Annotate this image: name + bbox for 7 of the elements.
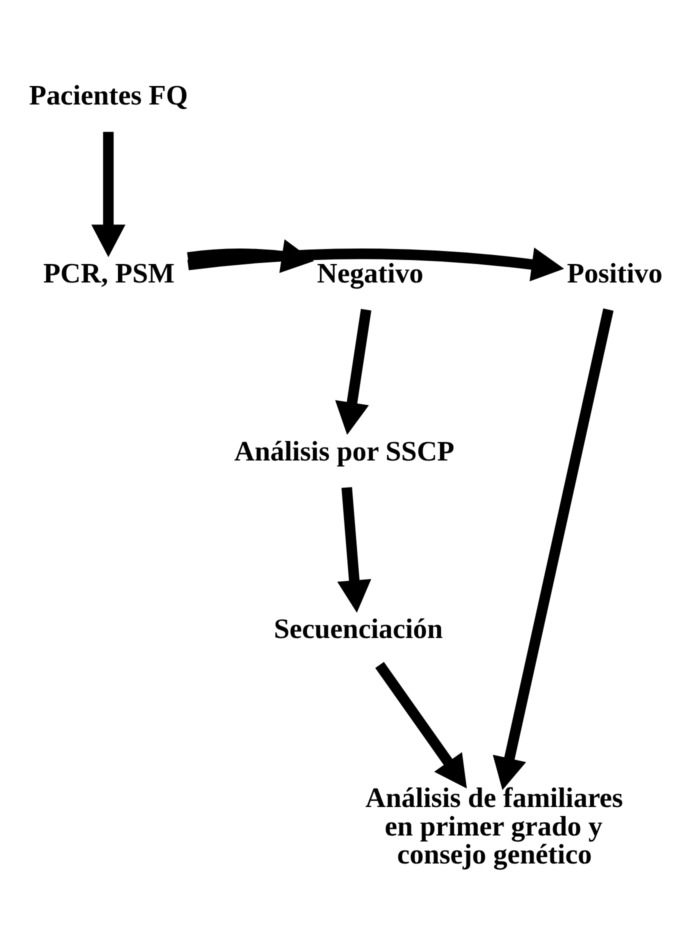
node-text: Negativo [317,258,424,290]
node-text: Análisis por SSCP [234,436,454,468]
node-text: Positivo [567,258,662,290]
node-text: Pacientes FQ [29,80,188,112]
node-text: Análisis de familiares en primer grado y consejo genético [365,783,624,871]
node-text: Secuenciación [274,614,443,646]
node-text: PCR, PSM [43,258,175,290]
